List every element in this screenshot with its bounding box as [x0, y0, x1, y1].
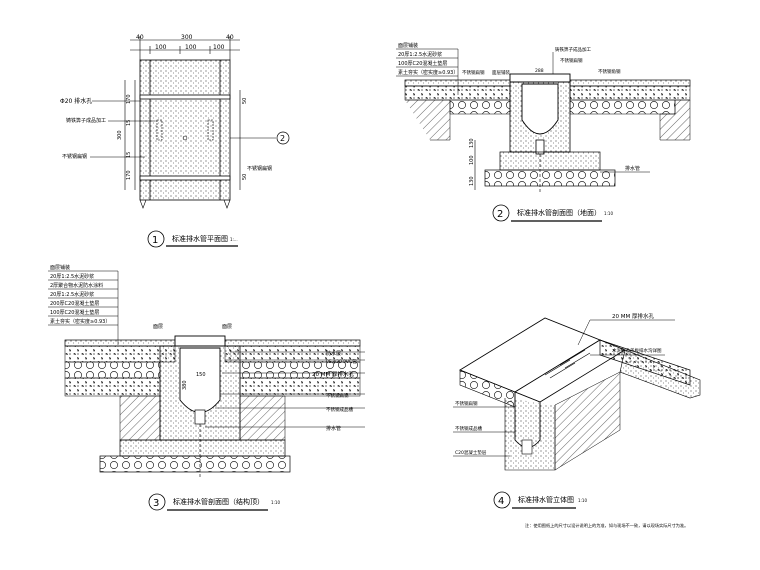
- dim-left-5: 170: [126, 170, 132, 180]
- dim-left-2: 15: [126, 120, 132, 126]
- d3-layer-3: 2厚聚合物水泥防水涂料: [50, 282, 103, 289]
- dim-top-sub-2: 100: [185, 44, 197, 51]
- d4-label-concrete: C20混凝土垫层: [455, 449, 487, 456]
- d3-label-20mm: 20 MM 厚排水孔: [312, 370, 354, 378]
- d3-top-right: 面层: [222, 324, 232, 330]
- dim-top-left: 40: [136, 34, 144, 41]
- d3-label-drain: 排水管: [326, 425, 341, 432]
- d2-dim-left-2: 100: [469, 155, 475, 165]
- dim-left-total: 300: [117, 130, 123, 140]
- dim-left-4: 15: [126, 152, 132, 158]
- d2-dim-left: 130: [469, 176, 475, 186]
- steel-bar-top: [139, 94, 231, 100]
- title-circle-2: [492, 204, 510, 222]
- d2-layer-1: 面层铺装: [398, 42, 418, 49]
- d3-dim-380: 380: [182, 380, 188, 390]
- title-2: 标准排水管剖面图（地面）: [517, 208, 601, 217]
- title-circle-3: [148, 493, 166, 511]
- d3-label-waterproof: 防水层: [326, 350, 341, 357]
- callout-number: 2: [280, 134, 285, 143]
- d2-grate: [509, 73, 571, 83]
- dim-right: 50: [242, 98, 248, 104]
- d4-label-steel: 不锈钢扁钢: [455, 400, 478, 407]
- d2-label-pipe: 排水管: [625, 165, 640, 172]
- steel-bar-bottom: [139, 175, 231, 181]
- d3-label-pipe-cap: PE-φ20 PVC管: [326, 358, 357, 365]
- drawing-1-plan: 40 300 40 100 100 100 Φ20 排水孔 铸铁箅子成品加工 不…: [60, 34, 290, 248]
- title-1: 标准排水管平面图: [172, 234, 228, 243]
- label-grate: 铸铁箅子成品加工: [66, 117, 106, 124]
- scale-2: 1:10: [604, 211, 613, 216]
- title-number-2: 2: [497, 209, 503, 220]
- d3-grate: [174, 335, 226, 347]
- title-number-1: 1: [152, 235, 158, 246]
- d3-label-steel: 不锈钢扁钢: [326, 392, 349, 399]
- d2-dim-left-3: 130: [469, 138, 475, 148]
- d4-label-angle: 不锈钢成品槽: [455, 425, 482, 432]
- d2-label-grate: 铸铁箅子成品加工: [555, 46, 591, 53]
- title-number-3: 3: [153, 498, 159, 509]
- d3-top-left: 面层: [153, 324, 163, 330]
- d3-layer-7: 素土夯实（密实度≥0.93）: [50, 318, 110, 325]
- d3-layer-4: 20厚1:2.5水泥砂浆: [50, 291, 94, 298]
- dim-top-sub-1: 100: [155, 44, 167, 51]
- drawing-2-section-ground: 面层铺装 20厚1:2.5水泥砂浆 100厚C20混凝土垫层 素土夯实（密实度≥…: [396, 42, 691, 222]
- title-number-4: 4: [498, 496, 504, 507]
- d2-layer-4: 素土夯实（密实度≥0.93）: [398, 69, 458, 76]
- d4-label-20mm: 20 MM 厚排水孔: [612, 312, 654, 320]
- dim-top-sub-3: 100: [213, 44, 225, 51]
- callout-circle-2: [276, 131, 290, 145]
- footer-note: 注：使用图纸上的尺寸以设计说明上的为准，如与现场不一致，请以现场实际尺寸为准。: [525, 522, 688, 529]
- label-steel-right: 不锈钢扁钢: [247, 165, 272, 172]
- dim-right-2: 50: [242, 174, 248, 180]
- d2-dim: 288: [535, 68, 544, 74]
- title-circle-1: [147, 230, 165, 248]
- title-3: 标准排水管剖面图（结构顶）: [173, 497, 264, 506]
- title-circle-4: [493, 491, 511, 509]
- d3-layer-1: 面层铺装: [50, 264, 70, 271]
- d2-label-cover: 面层铺装: [492, 69, 510, 76]
- drawing-3-section-structure: 面层铺装 20厚1:2.5水泥砂浆 2厚聚合物水泥防水涂料 20厚1:2.5水泥…: [48, 264, 365, 511]
- d3-dim-150: 150: [196, 372, 206, 378]
- dim-left-1: 170: [126, 94, 132, 104]
- dim-top-right: 40: [226, 34, 234, 41]
- d3-u-channel: [179, 347, 221, 413]
- d2-layer-3: 100厚C20混凝土垫层: [398, 60, 447, 67]
- dim-top-mid: 300: [181, 34, 193, 41]
- d3-label-angle: 不锈钢成品槽: [326, 406, 353, 413]
- d3-layer-6: 100厚C20混凝土垫层: [50, 309, 99, 316]
- d3-layer-5: 200厚C20混凝土垫层: [50, 300, 99, 307]
- scale-3: 1:10: [271, 500, 280, 505]
- d2-label-steel: 不锈钢扁钢: [462, 69, 485, 76]
- drawing-4-isometric: 20 MM 厚排水孔 水泥压条盖板排水沟详图 不锈钢扁钢 不锈钢成品槽 C20混…: [453, 312, 701, 509]
- d2-u-channel: [521, 83, 559, 135]
- d2-layer-2: 20厚1:2.5水泥砂浆: [398, 51, 442, 58]
- label-steel: 不锈钢扁钢: [62, 153, 87, 160]
- scale-1: 1:...: [230, 237, 238, 242]
- label-hole: Φ20 排水孔: [60, 97, 92, 105]
- d4-label-grate: 水泥压条盖板排水沟详图: [612, 347, 662, 354]
- d2-label-steel-plate: 不锈钢扁钢: [560, 57, 583, 64]
- scale-4: 1:10: [578, 498, 587, 503]
- title-4: 标准排水管立体图: [518, 495, 574, 504]
- d2-label-stainless: 不锈钢角钢: [598, 68, 621, 75]
- d3-layer-2: 20厚1:2.5水泥砂浆: [50, 273, 94, 280]
